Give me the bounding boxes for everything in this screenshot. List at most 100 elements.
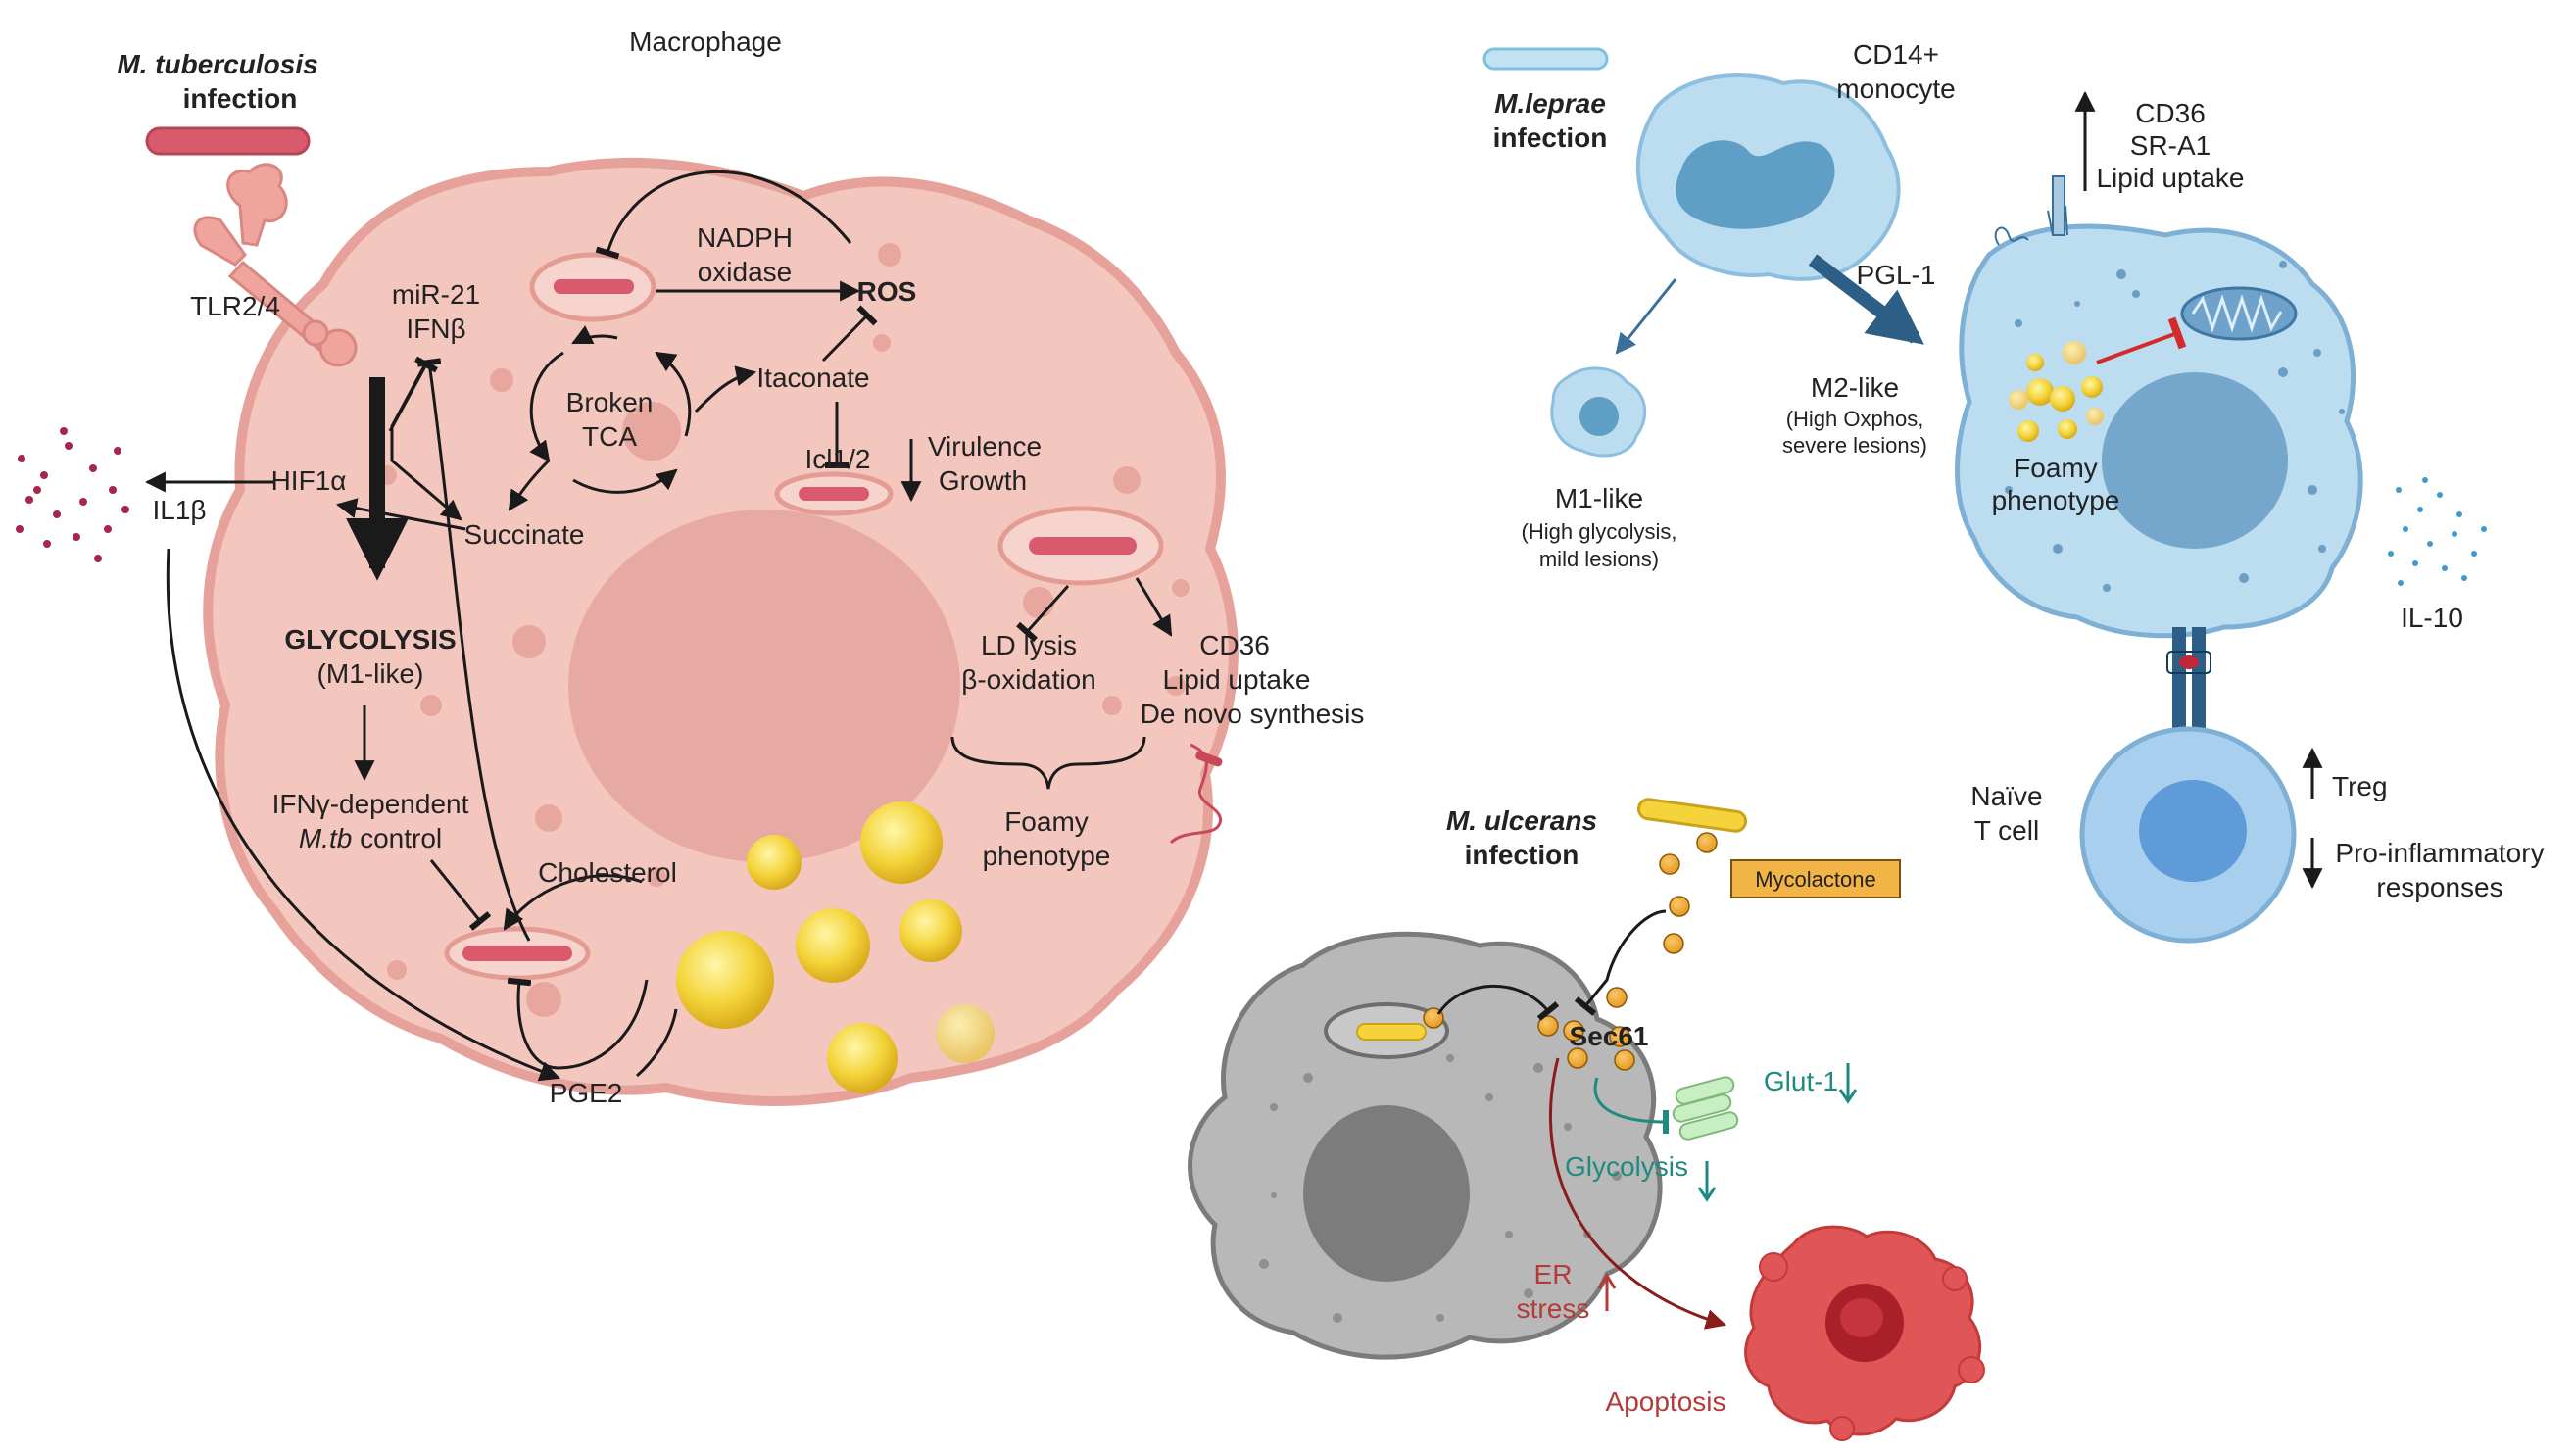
m2-sub-2: severe lesions): [1782, 433, 1927, 458]
glut1-transporter-icon: [1672, 1076, 1739, 1141]
pgl1-label: PGL-1: [1857, 260, 1936, 290]
ifnb-label: IFNβ: [406, 314, 465, 344]
nadph-label-2: oxidase: [698, 257, 793, 287]
inhibition-line-red: [2096, 316, 2187, 364]
tcr-mhc-connection: [2166, 627, 2211, 735]
phagosome-icl: [774, 471, 894, 516]
monocyte-nucleus: [1676, 140, 1835, 229]
tlr-label: TLR2/4: [190, 291, 280, 321]
mir21-label: miR-21: [392, 279, 480, 310]
mtb-pathway-arrows: [144, 170, 1173, 1082]
glycolysis-label: GLYCOLYSIS: [284, 624, 456, 655]
naive-label-1: Naïve: [1970, 781, 2042, 811]
hif1a-label: HIF1α: [271, 465, 347, 496]
ulcerans-glycolysis-label: Glycolysis: [1565, 1151, 1688, 1182]
il1b-label: IL1β: [152, 495, 206, 525]
macrophage-nucleus: [568, 510, 960, 862]
de-novo-label: De novo synthesis: [1141, 699, 1365, 729]
m1like-label: (M1-like): [317, 658, 424, 689]
leprae-lipid-droplets: [2009, 341, 2104, 442]
tlr-receptor-icon: [193, 163, 358, 367]
sra1-label: SR-A1: [2130, 130, 2211, 161]
escaping-bacterium-icon: [1169, 743, 1222, 845]
leprae-cd36-label: CD36: [2135, 98, 2206, 128]
icl-label: Icl1/2: [805, 444, 871, 474]
il10-cytokine-dots: [2388, 477, 2487, 586]
glut1-label: Glut-1: [1764, 1066, 1838, 1096]
ifng-label-2: M.tb control: [299, 823, 442, 853]
ld-lysis-label: LD lysis: [981, 630, 1077, 660]
mtb-foamy-label-1: Foamy: [1004, 806, 1089, 837]
broken-tca-label-2: TCA: [582, 421, 637, 452]
m2-title: M2-like: [1811, 372, 1899, 403]
apoptosis-label: Apoptosis: [1606, 1386, 1726, 1417]
ulcerans-panel: Mycolactone M. ulcerans: [1188, 798, 1985, 1441]
ulcerans-infection-subtitle: infection: [1465, 840, 1579, 870]
m1-sub-1: (High glycolysis,: [1522, 519, 1677, 544]
phagosome-to-sec61: [1436, 984, 1560, 1021]
leprae-panel: M.leprae infection CD14+ monocyte PGL-1 …: [1482, 39, 2545, 944]
mtb-infection-subtitle: infection: [183, 83, 298, 114]
leprae-lipid-uptake-label: Lipid uptake: [2096, 163, 2244, 193]
leprae-bacterium-icon: [1482, 47, 1609, 71]
m1-sub-2: mild lesions): [1539, 547, 1659, 571]
control-text: control: [352, 823, 442, 853]
ulcerans-bacterium-icon: [1636, 798, 1748, 833]
succinate-label: Succinate: [464, 519, 585, 550]
mycolactone-label: Mycolactone: [1755, 867, 1876, 892]
itaconate-label: Itaconate: [756, 363, 869, 393]
lipid-uptake-label: Lipid uptake: [1162, 664, 1310, 695]
cd36-label: CD36: [1199, 630, 1270, 660]
mtb-foamy-label-2: phenotype: [983, 841, 1111, 871]
il10-label: IL-10: [2401, 603, 2463, 633]
er-stress-to-apoptosis-arrow: [1549, 1057, 1727, 1330]
ifng-label-1: IFNγ-dependent: [272, 789, 469, 819]
leprae-infection-subtitle: infection: [1493, 122, 1608, 153]
er-label: ER: [1534, 1259, 1573, 1289]
m1-like-cell: [1550, 366, 1647, 458]
il1b-cytokine-dots: [16, 427, 129, 562]
mycolactone-inhibition: [1574, 909, 1667, 1016]
monocyte-label-2: monocyte: [1836, 73, 1955, 104]
phagosome-bottom: [444, 926, 591, 981]
pge2-label: PGE2: [550, 1078, 623, 1108]
lipid-droplets: [676, 801, 995, 1093]
beta-oxidation-label: β-oxidation: [961, 664, 1096, 695]
virulence-label: Virulence: [928, 431, 1042, 461]
proinf-label-2: responses: [2376, 872, 2502, 902]
mitochondrion-icon: [2180, 286, 2298, 341]
monocyte-label-1: CD14+: [1853, 39, 1939, 70]
ros-label: ROS: [857, 276, 917, 307]
leprae-infection-title: M.leprae: [1494, 88, 1606, 119]
macrophage-label: Macrophage: [629, 26, 782, 57]
arrow-to-m2: [1808, 254, 1924, 345]
leprae-foamy-label-2: phenotype: [1992, 485, 2120, 515]
mycolactone-box: [1730, 859, 1901, 898]
t-cell-nucleus: [2139, 780, 2247, 882]
ulcerans-nucleus: [1303, 1105, 1470, 1282]
broken-tca-label-1: Broken: [566, 387, 654, 417]
mtb-infection-title: M. tuberculosis: [117, 49, 317, 79]
m1-title: M1-like: [1555, 483, 1643, 513]
treg-label: Treg: [2332, 771, 2388, 801]
phagosome-right: [997, 506, 1164, 586]
phagosome-top: [529, 252, 656, 322]
sec61-label: Sec61: [1570, 1021, 1649, 1051]
vesicle-dots: [377, 243, 1190, 1017]
mtb-panel: M. tuberculosis infection Macrophage TLR…: [16, 26, 1364, 1108]
apoptotic-cell: [1744, 1225, 1985, 1441]
mtb-bacterium-icon: [145, 126, 311, 156]
arrow-to-m1: [1615, 278, 1677, 355]
naive-label-2: T cell: [1974, 815, 2039, 846]
nadph-label-1: NADPH: [697, 222, 793, 253]
cholesterol-label: Cholesterol: [538, 857, 677, 888]
m2-sub-1: (High Oxphos,: [1786, 407, 1924, 431]
mycolactone-dots: [1537, 832, 1718, 1071]
leprae-foamy-label-1: Foamy: [2014, 453, 2098, 483]
stress-label: stress: [1517, 1293, 1590, 1324]
foamy-vesicle-dots: [2005, 261, 2345, 592]
ulcerans-infection-title: M. ulcerans: [1446, 805, 1597, 836]
foamy-macrophage-nucleus: [2102, 372, 2288, 549]
